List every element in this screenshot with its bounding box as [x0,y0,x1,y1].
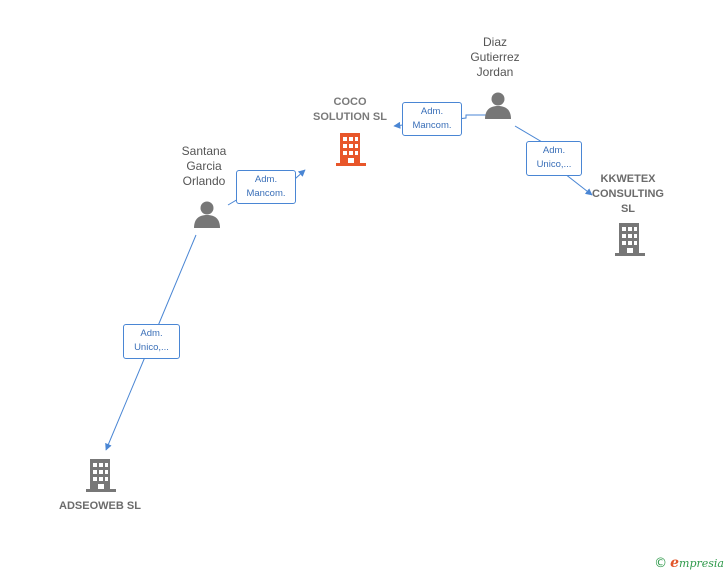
node-label-santana-line-2: Garcia [186,159,222,173]
node-label-santana-line-3: Orlando [182,174,226,188]
edge-label-santana-coco[interactable]: Adm. Mancom. [236,170,296,204]
edge-label-diaz-coco-line-2: Mancom. [412,120,452,131]
edge-label-diaz-kkwetex-line-1: Adm. [542,145,566,156]
node-label-diaz[interactable]: Diaz Gutierrez Jordan [455,35,535,80]
copyright-symbol: © [654,556,668,571]
node-label-santana-line-1: Santana [181,144,227,158]
node-label-santana[interactable]: Santana Garcia Orlando [164,144,244,189]
node-label-diaz-line-2: Gutierrez [470,50,520,64]
node-label-coco[interactable]: COCO SOLUTION SL [300,95,400,125]
edge-label-diaz-kkwetex-line-2: Unico,... [536,159,572,170]
building-icon-kkwetex [615,223,645,256]
edge-label-santana-coco-line-1: Adm. [254,174,278,185]
node-label-coco-line-1: COCO [333,96,367,108]
node-label-kkwetex-line-1: KKWETEX [600,173,656,185]
node-label-adseoweb[interactable]: ADSEOWEB SL [40,499,160,514]
edge-label-santana-adseoweb[interactable]: Adm. Unico,... [123,324,180,359]
edge-label-santana-coco-line-2: Mancom. [246,188,286,199]
person-icon-diaz [485,92,511,119]
brand-initial: e [670,555,680,571]
node-label-diaz-line-3: Jordan [476,65,514,79]
building-icon-adseoweb [86,459,116,492]
edge-label-diaz-coco[interactable]: Adm. Mancom. [402,102,462,136]
node-label-coco-line-2: SOLUTION SL [313,111,387,123]
edge-label-diaz-coco-line-1: Adm. [420,106,444,117]
edge-label-santana-adseoweb-line-1: Adm. [140,328,163,339]
node-label-kkwetex[interactable]: KKWETEX CONSULTING SL [578,172,678,217]
person-icon-santana [194,201,220,228]
node-label-adseoweb-line-1: ADSEOWEB SL [59,500,141,512]
node-label-kkwetex-line-2: CONSULTING [592,188,664,200]
node-label-kkwetex-line-3: SL [620,203,636,215]
node-label-diaz-line-1: Diaz [482,35,507,49]
building-icon-coco [336,133,366,166]
brand-name: mpresia [679,557,724,570]
edge-label-santana-adseoweb-line-2: Unico,... [134,342,169,353]
brand-footer: ©empresia [654,555,724,571]
edge-label-diaz-kkwetex[interactable]: Adm. Unico,... [526,141,582,176]
